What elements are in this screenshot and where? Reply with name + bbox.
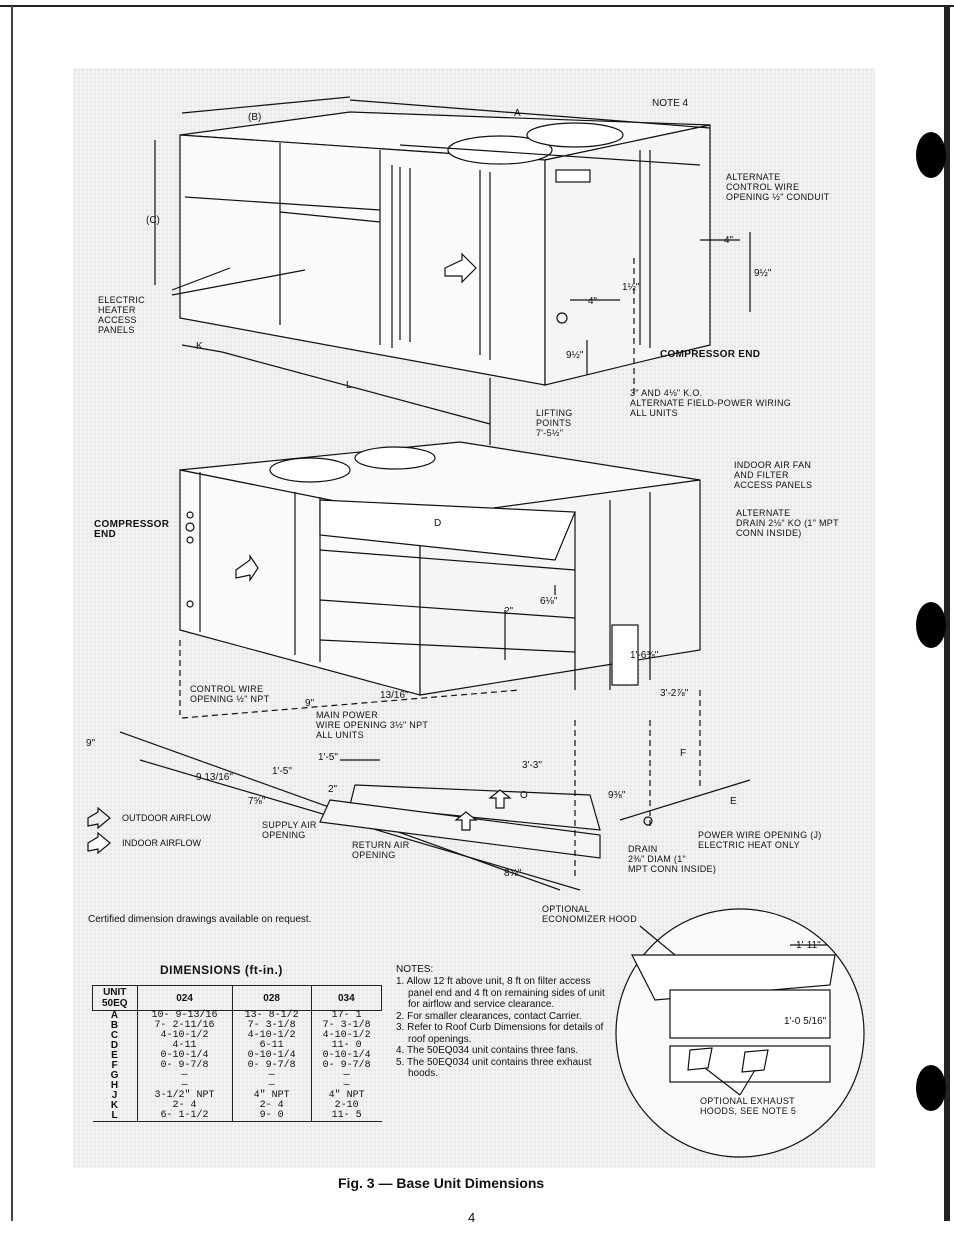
certified-note: Certified dimension drawings available o… — [88, 914, 312, 925]
label-supply-air: SUPPLY AIR OPENING — [262, 820, 317, 840]
bottom-unit-drawing — [179, 441, 701, 696]
label-four-in-b: 4" — [588, 296, 598, 307]
note-item: 3. Refer to Roof Curb Dimensions for det… — [396, 1022, 604, 1045]
label-thirteen-sixteen: 13/16" — [380, 690, 409, 701]
label-alt-control-wire: ALTERNATE CONTROL WIRE OPENING ½" CONDUI… — [726, 172, 830, 202]
legend-outdoor-airflow: OUTDOOR AIRFLOW — [122, 813, 212, 823]
dimensions-title: DIMENSIONS (ft-in.) — [160, 963, 283, 977]
page-number: 4 — [468, 1210, 476, 1225]
label-one-six: 1'-6⅜" — [630, 650, 659, 661]
label-three-two: 3'-2⅞" — [660, 688, 689, 699]
label-one-five-b: 1'-5" — [272, 766, 292, 777]
note-item: 5. The 50EQ034 unit contains three exhau… — [396, 1056, 592, 1080]
label-dim-a: A — [514, 108, 521, 119]
label-one-0516: 1'-0 5/16" — [784, 1016, 827, 1027]
notes-heading: NOTES: — [396, 964, 434, 975]
table-head-028: 028 — [231, 985, 312, 1011]
label-two-b: 2" — [328, 784, 338, 795]
label-dim-k: K — [196, 341, 203, 352]
label-note4: NOTE 4 — [652, 98, 689, 109]
note-item: 4. The 50EQ034 unit contains three fans. — [396, 1045, 579, 1056]
label-drain: DRAIN 2⅜" DIAM (1" MPT CONN INSIDE) — [628, 844, 717, 874]
label-dim-c: (C) — [146, 215, 160, 226]
top-rule — [0, 5, 954, 7]
punch-hole-bottom — [916, 1065, 946, 1111]
label-alt-drain: ALTERNATE DRAIN 2⅛" KO (1" MPT CONN INSI… — [736, 508, 839, 538]
figure-caption: Fig. 3 — Base Unit Dimensions — [338, 1175, 545, 1191]
label-nine-in-a: 9" — [305, 698, 315, 709]
label-dim-l: L — [346, 380, 352, 391]
label-power-wire-ej: POWER WIRE OPENING (J) ELECTRIC HEAT ONL… — [698, 830, 822, 850]
table-row: H——— — [92, 1081, 382, 1091]
label-six-eighth: 6⅛" — [540, 596, 558, 607]
label-exhaust-hoods: OPTIONAL EXHAUST HOODS, SEE NOTE 5 — [700, 1096, 797, 1116]
label-one-eleven: 1'-11" — [796, 940, 821, 951]
label-return-air: RETURN AIR OPENING — [352, 840, 410, 860]
label-economizer-hood: OPTIONAL ECONOMIZER HOOD — [542, 904, 638, 924]
label-nine-half-b: 9½" — [566, 350, 584, 361]
label-electric-heater: ELECTRIC HEATER ACCESS PANELS — [98, 295, 145, 335]
label-indoor-fan: INDOOR AIR FAN AND FILTER ACCESS PANELS — [734, 460, 813, 490]
label-nine-in-b: 9" — [86, 738, 96, 749]
label-nine-half-a: 9½" — [754, 268, 772, 279]
label-one-half: 1½" — [622, 282, 640, 293]
label-field-power: 3" AND 4⅛" K.O. ALTERNATE FIELD-POWER WI… — [630, 388, 792, 418]
label-seven-5-8: 7⅝" — [248, 796, 266, 807]
label-main-power: MAIN POWER WIRE OPENING 3½" NPT ALL UNIT… — [316, 710, 429, 740]
label-compressor-end-top: COMPRESSOR END — [660, 349, 761, 360]
label-nine-13-16: 9 13/16" — [196, 772, 233, 783]
label-four-in-a: 4" — [724, 235, 734, 246]
notes-list: 1. Allow 12 ft above unit, 8 ft on filte… — [396, 976, 614, 1080]
note-item: 1. Allow 12 ft above unit, 8 ft on filte… — [396, 976, 605, 1010]
label-dim-f: F — [680, 748, 687, 759]
table-head-unit: UNIT 50EQ — [92, 985, 138, 1011]
label-control-wire: CONTROL WIRE OPENING ½" NPT — [190, 684, 270, 704]
table-row: G——— — [92, 1071, 382, 1081]
top-unit-drawing — [179, 111, 711, 386]
label-nine-3-8: 9⅜" — [608, 790, 626, 801]
note-item: 2. For smaller clearances, contact Carri… — [396, 1010, 582, 1022]
left-edge — [11, 6, 13, 1221]
table-head-034: 034 — [310, 985, 383, 1011]
punch-hole-top — [916, 132, 946, 178]
label-dim-e: E — [730, 796, 737, 807]
label-dim-b: (B) — [248, 112, 262, 123]
legend-indoor-airflow: INDOOR AIRFLOW — [122, 838, 202, 848]
label-dim-d: D — [434, 518, 442, 529]
right-edge — [944, 6, 950, 1221]
label-dim-o: O — [520, 790, 528, 801]
label-compressor-end-bottom: COMPRESSOR END — [94, 519, 170, 540]
label-one-five-a: 1'-5" — [318, 752, 338, 763]
label-three-three: 3'-3" — [522, 760, 542, 771]
label-lifting-points: LIFTING POINTS 7'-5½" — [536, 408, 573, 438]
label-two-in: 2" — [504, 606, 514, 617]
table-head-024: 024 — [136, 985, 233, 1011]
punch-hole-middle — [916, 602, 946, 648]
label-eight-3-8: 8⅜" — [504, 868, 522, 879]
